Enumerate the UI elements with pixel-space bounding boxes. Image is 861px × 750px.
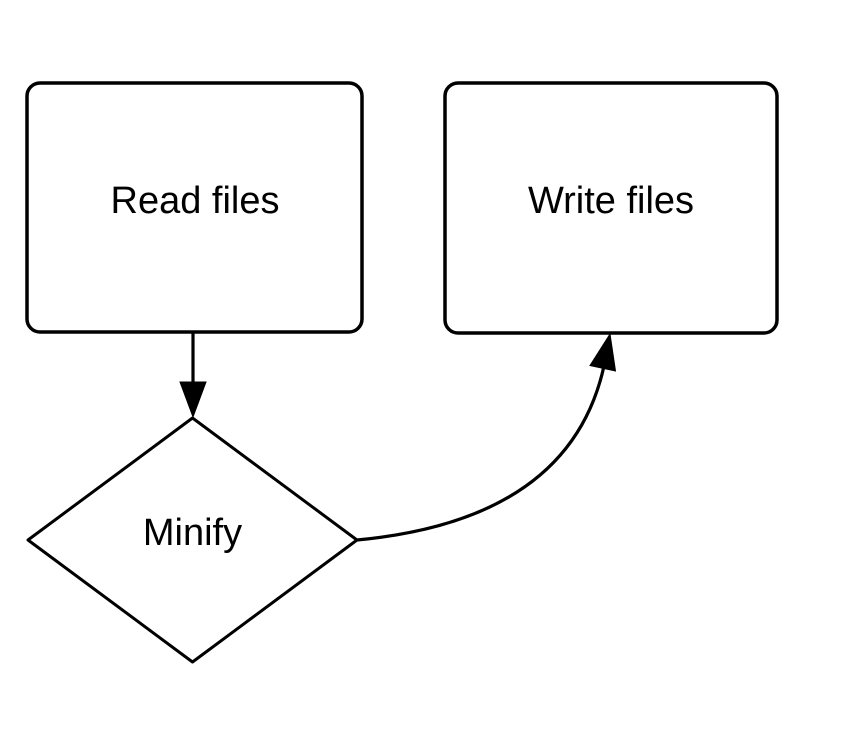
edge-read-to-minify: [179, 333, 207, 419]
node-minify-label: Minify: [143, 512, 242, 554]
node-read-files-shape: [25, 81, 364, 334]
arrowhead-into-minify: [179, 381, 207, 419]
arrowhead-into-write: [589, 332, 617, 372]
edge-minify-to-write: [356, 332, 617, 542]
node-minify: Minify: [26, 416, 359, 664]
node-minify-shape: [26, 416, 359, 664]
edge-minify-to-write-curve: [356, 365, 606, 542]
node-write-files: Write files: [443, 81, 779, 335]
node-write-files-label: Write files: [528, 180, 694, 222]
node-read-files-label: Read files: [111, 180, 280, 222]
node-write-files-shape: [443, 81, 779, 335]
node-read-files: Read files: [25, 81, 364, 334]
